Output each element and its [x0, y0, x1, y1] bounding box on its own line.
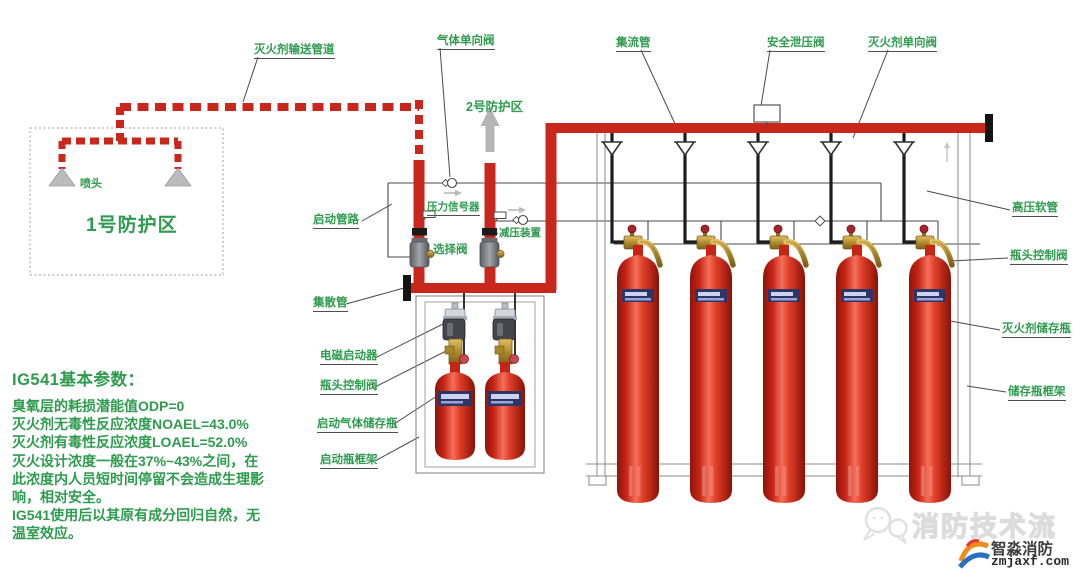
agent-storage-cylinder-3 [763, 225, 806, 503]
agent-storage-cylinder-2 [690, 225, 733, 503]
watermark-text: 消防技术流 [911, 511, 1057, 542]
agent-check-valve-2 [673, 141, 697, 156]
agent-storage-cylinder-1 [617, 225, 660, 503]
label-starter-bottle-head-valve: 瓶头控制阀 [320, 380, 378, 396]
agent-check-valve-3 [746, 141, 770, 156]
parameters-line: 灭火剂无毒性反应浓度NOAEL=43.0% [12, 416, 249, 433]
parameters-line: 响，相对安全。 [12, 489, 110, 506]
pipework-red [58, 100, 987, 293]
label-start-pipeline: 启动管路 [313, 214, 359, 230]
label-starter-bottle-frame: 启动瓶框架 [320, 454, 378, 470]
parameters-line: 灭火剂有毒性反应浓度LOAEL=52.0% [12, 434, 248, 451]
pressure-reducer-band-1 [412, 228, 427, 236]
cylinder-connection-hoses [610, 133, 918, 244]
agent-check-valve-5 [892, 141, 916, 156]
label-collector-pipe: 集散管 [313, 297, 348, 313]
flow-arrow-2 [507, 206, 527, 214]
gas-check-valve-symbol-2 [512, 214, 529, 226]
line-valve-diamond-symbol [814, 215, 826, 227]
parameters-title: IG541基本参数： [12, 371, 145, 389]
label-gas-check-valve: 气体单向阀 [437, 35, 495, 51]
label-hp-hose: 高压软管 [1012, 202, 1058, 218]
manifold-end-cap [985, 114, 993, 142]
nozzle-symbol-1 [48, 167, 76, 187]
pressure-reducer-band-2 [482, 228, 497, 236]
parameters-line: 温室效应。 [12, 525, 82, 542]
safety-relief-valve-symbol [753, 104, 781, 126]
agent-storage-cylinder-5 [909, 225, 952, 503]
ig541-parameters-block: IG541基本参数： 臭氧层的耗损潜能值ODP=0 灭火剂无毒性反应浓度NOAE… [12, 366, 264, 543]
label-zone2: 2号防护区 [466, 100, 523, 114]
parameters-line: IG541使用后以其原有成分回归自然，无 [12, 507, 261, 524]
label-pressure-reducer: 减压装置 [499, 227, 541, 239]
label-starter-gas-bottle: 启动气体储存瓶 [317, 418, 398, 434]
label-selector-valve: 选择阀 [433, 244, 468, 256]
label-pressure-signal: 压力信号器 [427, 201, 480, 217]
agent-check-valve-4 [819, 141, 843, 156]
starter-gas-bottle-2 [484, 302, 526, 461]
label-solenoid-actuator: 电磁启动器 [320, 350, 378, 366]
agent-check-valve-1 [600, 141, 624, 156]
starter-bottle-frame-outer [415, 295, 545, 474]
flow-arrow-up [944, 142, 950, 162]
flow-arrow-1 [443, 189, 463, 197]
zone1-boundary [29, 127, 224, 276]
zone2-discharge-arrow [480, 107, 500, 152]
parameters-line: 臭氧层的耗损潜能值ODP=0 [12, 398, 185, 414]
agent-storage-cylinder-4 [836, 225, 879, 503]
zhimiao-logo-icon [958, 539, 991, 569]
starter-bottle-frame-inner [424, 301, 536, 468]
selector-valve-2 [479, 237, 505, 268]
label-storage-bottle-frame: 储存瓶框架 [1008, 386, 1066, 402]
pressure-signal-device-2 [493, 211, 507, 219]
parameters-line: 此浓度内人员短时间停留不会造成生理影 [12, 470, 264, 487]
label-collecting-manifold: 集流管 [616, 37, 651, 53]
collector-pipe-end-cap [403, 275, 411, 301]
selector-valve-1 [409, 237, 435, 268]
label-nozzle: 喷头 [80, 178, 102, 190]
logo-url-text: zmjaxf.com [991, 554, 1070, 569]
callout-leader-lines [242, 47, 1011, 462]
label-agent-check-valve: 灭火剂单向阀 [868, 37, 937, 53]
wechat-bubbles-icon [863, 506, 908, 544]
label-agent-delivery-pipe: 灭火剂输送管道 [254, 44, 335, 60]
nozzle-symbol-2 [164, 167, 192, 187]
label-bottle-head-valve: 瓶头控制阀 [1010, 250, 1068, 266]
logo-brand-text: 智淼消防 [991, 541, 1054, 558]
label-safety-relief-valve: 安全泄压阀 [767, 37, 825, 53]
starter-gas-bottle-1 [434, 302, 476, 461]
label-agent-storage-bottle: 灭火剂储存瓶 [1002, 323, 1071, 339]
pressure-signal-device-1 [422, 210, 436, 218]
parameters-line: 灭火设计浓度一般在37%~43%之间，在 [12, 452, 259, 469]
gas-check-valve-symbol-1 [441, 177, 458, 189]
label-zone1: 1号防护区 [86, 215, 178, 236]
